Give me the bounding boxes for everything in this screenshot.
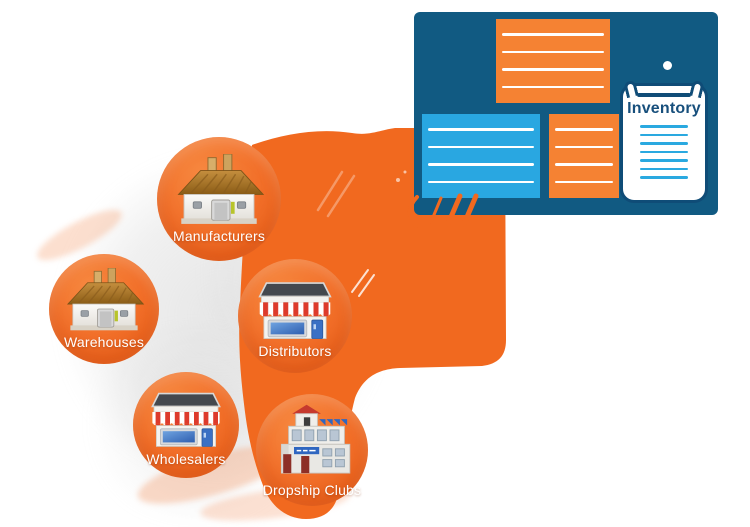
- power-dot: [663, 61, 672, 70]
- node-label: Wholesalers: [146, 450, 226, 467]
- list-line: [640, 125, 688, 128]
- list-line: [502, 68, 604, 71]
- list-line: [640, 133, 688, 136]
- node-warehouses: Warehouses: [49, 254, 159, 364]
- list-line: [502, 33, 604, 36]
- storefront-icon: [258, 282, 332, 339]
- list-line: [428, 163, 534, 166]
- list-line: [640, 142, 688, 145]
- factory-icon: [177, 153, 265, 224]
- clipboard-lines: [623, 125, 705, 179]
- list-line: [555, 163, 613, 166]
- node-label: Dropship Clubs: [262, 482, 362, 499]
- storefront-icon: [151, 392, 221, 447]
- node-dropship-clubs: Dropship Clubs: [256, 394, 368, 506]
- list-line: [428, 180, 534, 183]
- node-distributors: Distributors: [238, 259, 352, 373]
- list-line: [502, 85, 604, 88]
- factory-icon: [66, 267, 145, 330]
- inventory-title: Inventory: [627, 100, 701, 117]
- list-line: [640, 176, 688, 179]
- small-orange-list-panel: [549, 114, 619, 198]
- inventory-clipboard: Inventory: [620, 79, 708, 203]
- list-line: [555, 145, 613, 148]
- node-manufacturers: Manufacturers: [157, 137, 281, 261]
- list-line: [555, 180, 613, 183]
- list-line: [640, 167, 688, 170]
- list-line: [428, 145, 534, 148]
- node-label: Distributors: [258, 343, 332, 360]
- clipboard-bar: [637, 93, 691, 97]
- inventory-dashboard-illustration: Inventory: [414, 12, 718, 215]
- list-line: [555, 128, 613, 131]
- list-line: [640, 150, 688, 153]
- list-line: [428, 128, 534, 131]
- orange-list-panel: [496, 19, 610, 103]
- node-label: Warehouses: [63, 334, 145, 351]
- node-wholesalers: Wholesalers: [133, 372, 239, 478]
- node-label: Manufacturers: [172, 228, 266, 245]
- office-building-icon: [280, 404, 351, 474]
- blue-list-panel: [422, 114, 540, 198]
- list-line: [640, 159, 688, 162]
- list-line: [502, 50, 604, 53]
